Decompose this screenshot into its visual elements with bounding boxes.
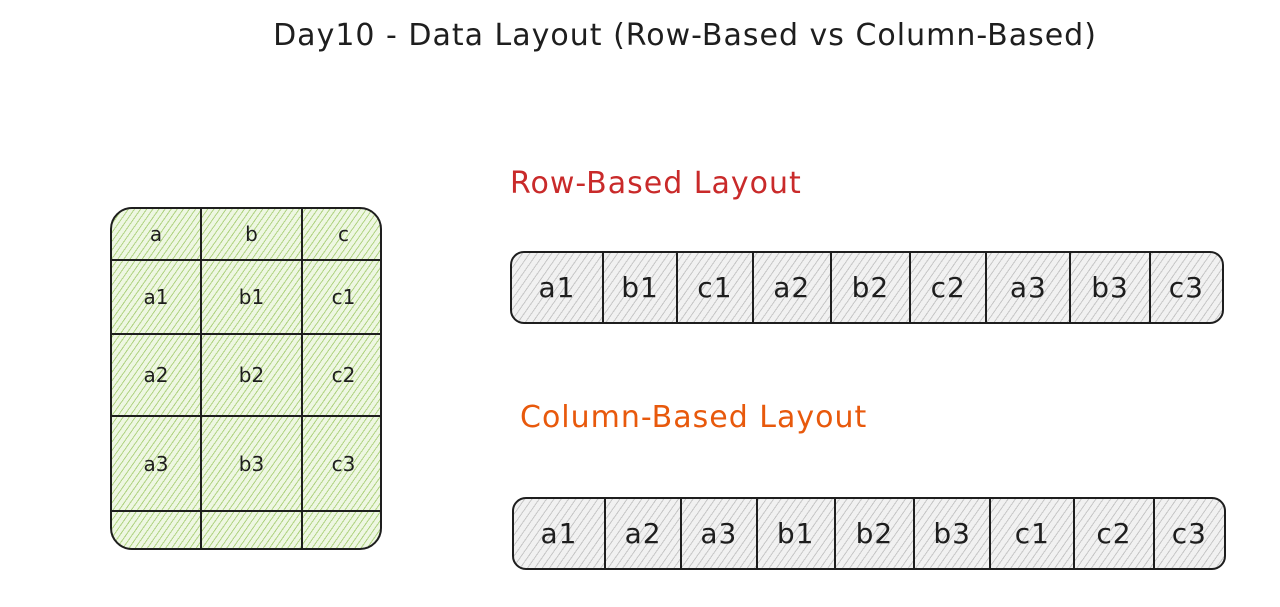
table-cell: a2: [112, 335, 202, 417]
column-strip-cell: a1: [514, 499, 606, 568]
table-cell: b2: [202, 335, 303, 417]
column-strip-cell: b2: [836, 499, 915, 568]
table-cell: [112, 512, 202, 548]
table-cell: a1: [112, 261, 202, 335]
row-layout-strip: a1 b1 c1 a2 b2 c2 a3 b3 c3: [510, 251, 1224, 324]
table-cell: c1: [303, 261, 380, 335]
page-title: Day10 - Data Layout (Row-Based vs Column…: [273, 18, 1097, 53]
row-strip-cell: a3: [987, 253, 1072, 322]
column-strip-cell: b1: [758, 499, 836, 568]
column-strip-cell: c3: [1171, 517, 1207, 550]
column-strip-cell: c1: [991, 499, 1076, 568]
row-strip-cell: b1: [604, 253, 679, 322]
column-strip-cell: a2: [606, 499, 683, 568]
table-cell: [202, 512, 303, 548]
table-cell: b1: [202, 261, 303, 335]
column-strip-cell: b3: [915, 499, 992, 568]
table-cell: a3: [112, 417, 202, 512]
table-cell: c3: [303, 417, 380, 512]
row-strip-cell: b3: [1071, 253, 1151, 322]
source-table: a b c a1 b1 c1 a2 b2 c2 a3 b3 c3: [110, 207, 382, 550]
table-cell: [303, 512, 380, 548]
column-strip-cell: c2: [1075, 499, 1155, 568]
column-layout-strip: a1 a2 a3 b1 b2 b3 c1 c2 c3: [512, 497, 1226, 570]
table-header-cell: b: [202, 209, 303, 261]
column-layout-title: Column-Based Layout: [520, 400, 868, 435]
table-header-cell: a: [112, 209, 202, 261]
row-layout-title: Row-Based Layout: [510, 166, 802, 201]
row-strip-cell: c3: [1168, 271, 1204, 304]
row-strip-cell: c2: [911, 253, 988, 322]
row-strip-cell: b2: [832, 253, 912, 322]
table-cell: c2: [303, 335, 380, 417]
row-strip-cell: a1: [512, 253, 604, 322]
table-cell: b3: [202, 417, 303, 512]
table-header-cell: c: [303, 209, 380, 261]
row-strip-cell: c1: [678, 253, 754, 322]
column-strip-cell: a3: [682, 499, 758, 568]
row-strip-cell: a2: [754, 253, 832, 322]
